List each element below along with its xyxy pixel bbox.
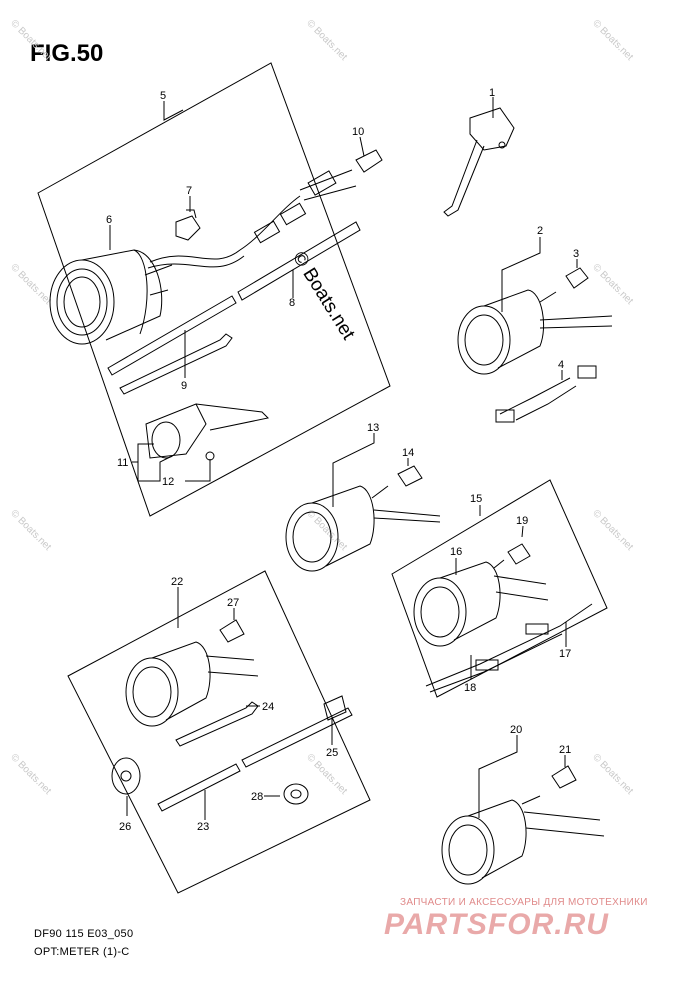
callout-label: 28 [251,791,263,803]
callout-label: 17 [559,648,571,660]
callout-label: 12 [162,476,174,488]
callout-label: 13 [367,422,379,434]
callout-label: 5 [160,90,166,102]
callout-label: 6 [106,214,112,226]
callout-label: 21 [559,744,571,756]
group-frame-5 [37,62,391,517]
callout-label: 2 [537,225,543,237]
brand-logo: PARTSFOR.RU [384,908,609,941]
callout-label: 20 [510,724,522,736]
callout-label: 18 [464,682,476,694]
diagram-code: DF90 115 E03_050 [34,928,134,940]
callout-label: 26 [119,821,131,833]
callout-label: 10 [352,126,364,138]
callout-label: 16 [450,546,462,558]
callout-label: 15 [470,493,482,505]
callout-label: 23 [197,821,209,833]
callout-label: 3 [573,248,579,260]
brand-subtitle: ЗАПЧАСТИ И АКСЕССУАРЫ ДЛЯ МОТОТЕХНИКИ [400,897,648,908]
callout-label: 24 [262,701,274,713]
callout-label: 25 [326,747,338,759]
callout-label: 8 [289,297,295,309]
callout-numbers: 1 2 3 4 5 6 7 8 9 10 11 12 13 14 15 16 1… [106,87,579,833]
group-frame-15 [391,479,608,698]
group-frame-22 [67,570,371,894]
figure-title: FIG.50 [30,40,104,67]
callout-label: 4 [558,359,564,371]
callout-label: 19 [516,515,528,527]
callout-label: 14 [402,447,414,459]
callout-label: 9 [181,380,187,392]
callout-label: 11 [117,457,128,469]
callout-label: 22 [171,576,183,588]
callout-label: 27 [227,597,239,609]
callout-label: 1 [489,87,495,99]
diagram-name: OPT:METER (1)-C [34,946,130,958]
callout-label: 7 [186,185,192,197]
